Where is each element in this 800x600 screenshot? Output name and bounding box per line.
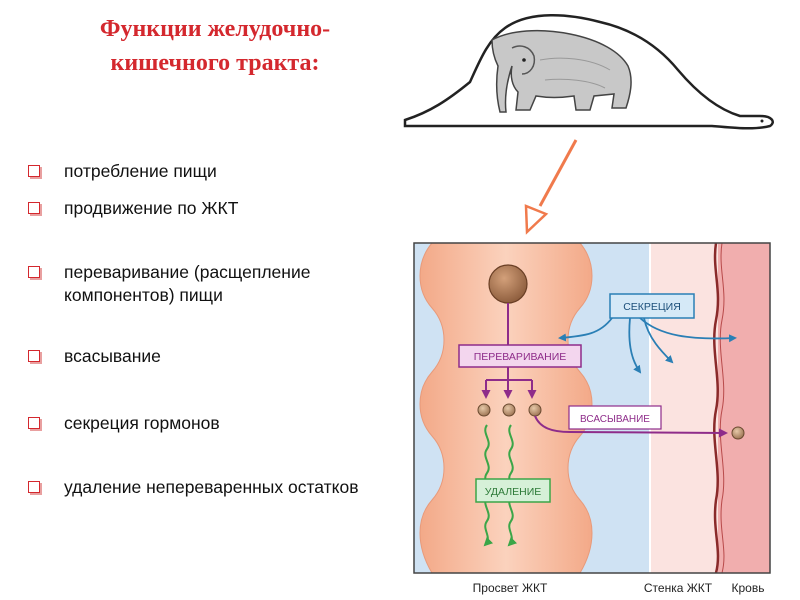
list-item: переваривание (расщепление компонентов) … [28,261,398,307]
secretion-label: СЕКРЕЦИЯ [623,301,681,313]
removal-label-box [475,478,551,503]
nutrient-particle [528,403,542,417]
boa-swallowing-elephant-drawing [403,14,774,130]
square-bullet-icon [28,417,40,429]
square-bullet-icon [28,481,40,493]
wall-caption: Стенка ЖКТ [644,581,713,595]
nutrient-particle [477,403,491,417]
blood-nutrient-particle [731,426,745,440]
square-bullet-icon [28,350,40,362]
list-item: всасывание [28,345,398,368]
list-item: потребление пищи [28,160,398,183]
lumen-caption: Просвет ЖКТ [473,581,548,595]
pointer-arrow [524,139,578,235]
digestion-label-box [458,344,582,368]
list-item: удаление непереваренных остатков [28,476,398,499]
square-bullet-icon [28,266,40,278]
food-particle [488,264,528,304]
square-bullet-icon [28,202,40,214]
list-item: продвижение по ЖКТ [28,197,398,220]
absorption-label: ВСАСЫВАНИЕ [580,414,650,425]
absorption-label-box [568,405,662,430]
digestion-label: ПЕРЕВАРИВАНИЕ [474,351,567,363]
blood-caption: Кровь [732,581,765,595]
page-title: Функции желудочно-кишечного тракта: [99,16,331,76]
removal-label: УДАЛЕНИЕ [485,486,542,498]
list-item: секреция гормонов [28,412,398,435]
secretion-label-box [609,293,695,319]
gi-cross-section-panel: ПЕРЕВАРИВАНИЕ ВСАСЫВАНИЕ УДАЛЕНИЕ СЕКРЕЦ… [413,242,771,574]
square-bullet-icon [28,165,40,177]
nutrient-particle [502,403,516,417]
